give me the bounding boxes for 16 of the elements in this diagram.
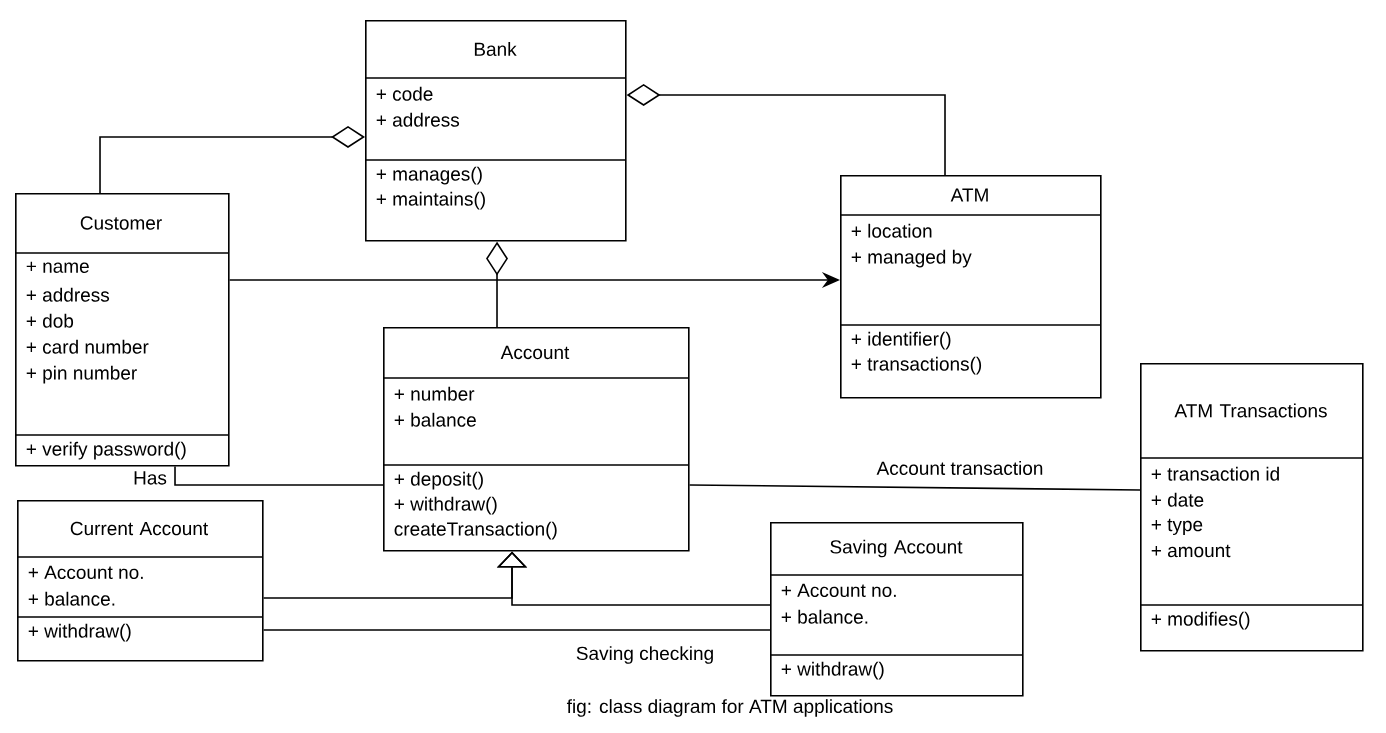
edge-label: Has — [131, 469, 169, 487]
class-box: ATM Transactions + transaction id + date + type + amount + modifies() — [1139, 363, 1364, 652]
caption: fig: class diagram for ATM applications — [566, 699, 893, 717]
arrow — [496, 551, 771, 606]
class-box: Current Account + Account no. + balance. + withdraw() — [16, 500, 264, 662]
edge-label: Saving checking — [573, 644, 717, 666]
aggregation-line — [99, 126, 365, 194]
edge-label: Account transaction — [874, 459, 1046, 477]
class-box: Saving Account + Account no. + balance. + withdraw() — [769, 522, 1024, 697]
class-box: Account + number + balance + deposit() + withdraw() createTransaction() — [382, 327, 690, 552]
class-box: Bank + code + address + manages() + maintains() — [364, 20, 627, 242]
association-line — [174, 465, 384, 486]
association-line — [262, 629, 771, 631]
class-box: Customer + name + address + dob + card number + pin number + verify password() — [14, 193, 230, 467]
class-box: ATM + location + managed by + identifier() + transactions() — [839, 175, 1102, 399]
association-line — [688, 484, 1141, 491]
